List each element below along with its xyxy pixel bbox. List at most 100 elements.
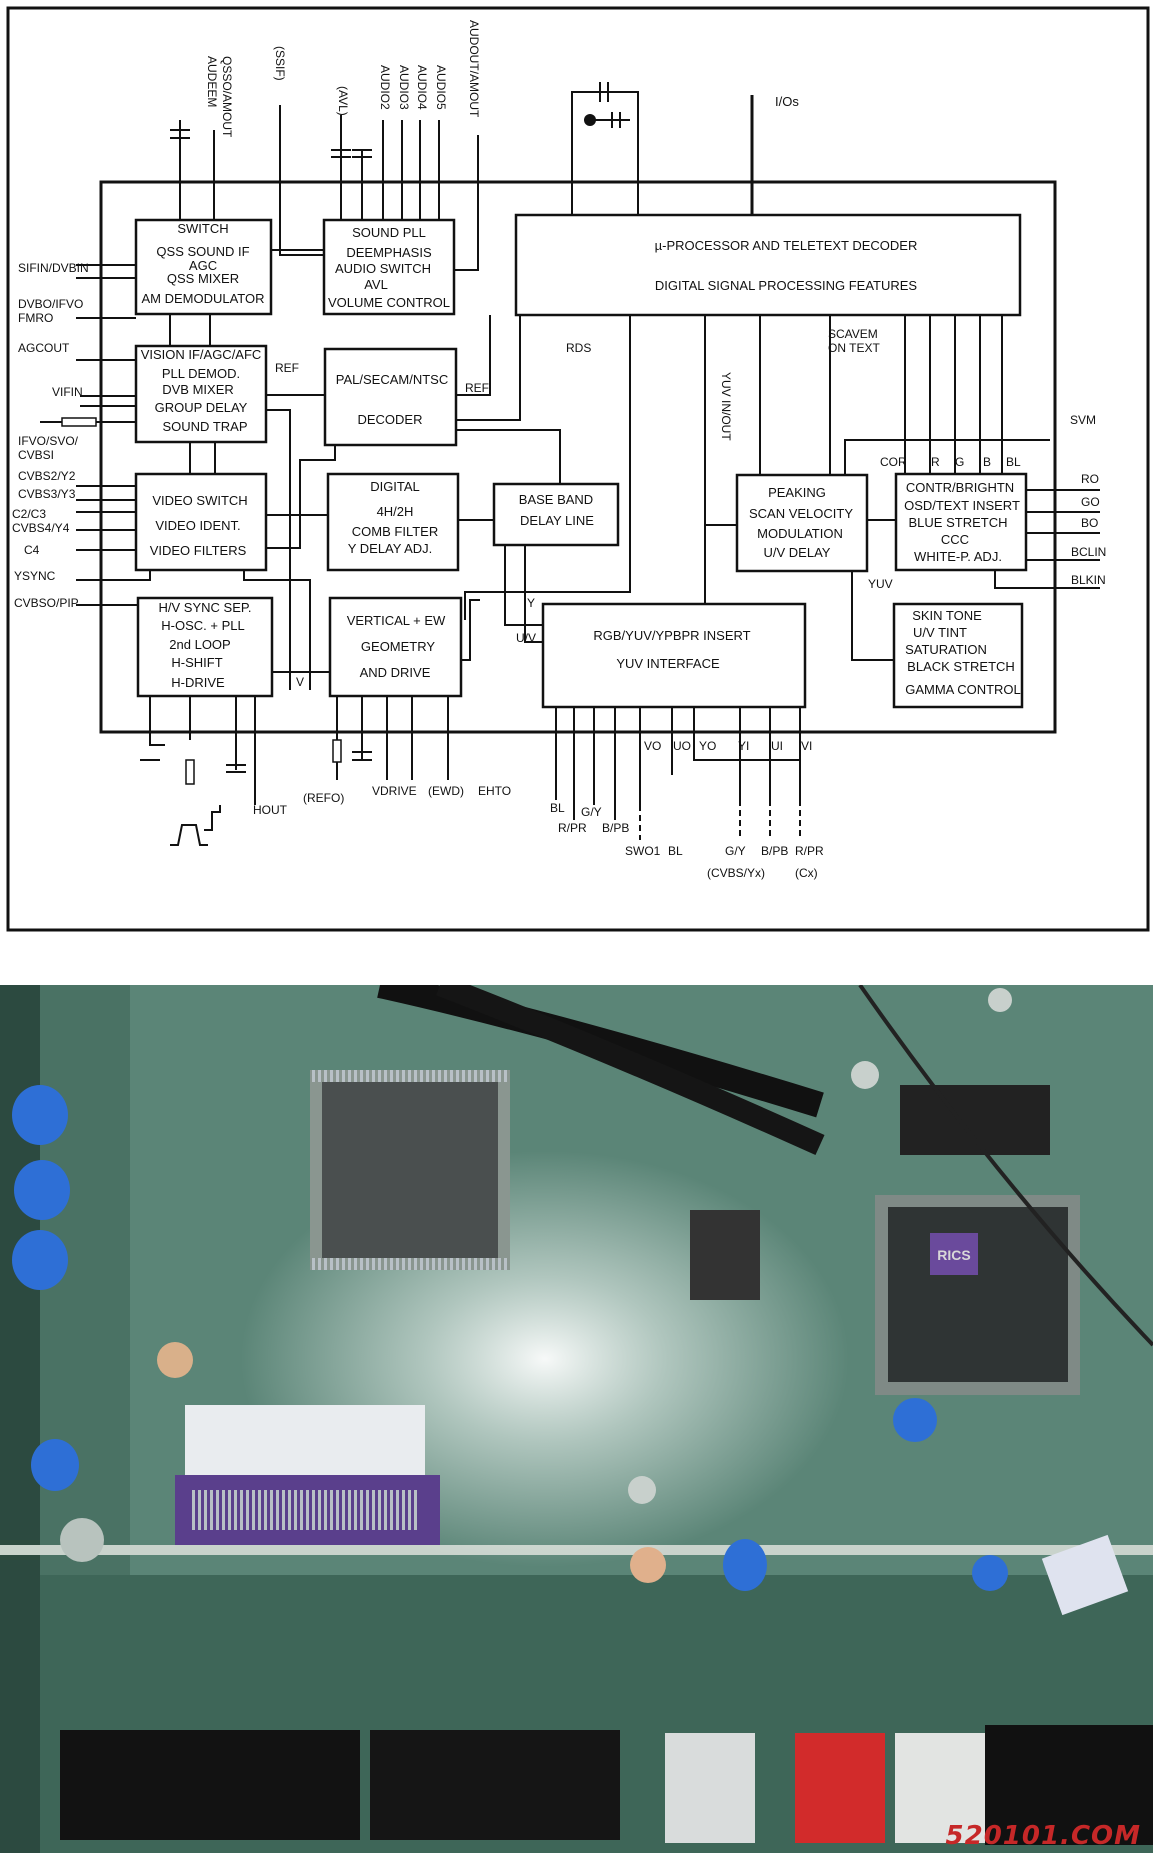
small-ic [690,1210,760,1300]
skin-tone-line: U/V TINT [913,625,967,640]
inner-labels: RDS SCAVEM ON TEXT YUV IN/OUT REF REF Y … [275,327,893,689]
gy-label: G/Y [581,805,602,819]
c2c3-label: C2/C3 [12,507,46,521]
baseband-line: DELAY LINE [520,513,594,528]
qss-label: QSSO/AMOUT [220,56,234,138]
sound-pll-line: AUDIO SWITCH [335,261,431,276]
sync-line: 2nd LOOP [169,637,230,652]
sound-pll-line: VOLUME CONTROL [328,295,450,310]
wiring [40,82,1100,846]
bl2-label: BL [668,844,683,858]
cvbs2-label: CVBS2/Y2 [18,469,76,483]
red-jack [795,1733,885,1843]
ref-label: REF [275,361,299,375]
sound-pll-title: SOUND PLL [352,225,426,240]
scavem-label: SCAVEM [828,327,878,341]
vision-if-line: PLL DEMOD. [162,366,240,381]
vertical-block: VERTICAL + EW GEOMETRY AND DRIVE [328,596,463,698]
audio3-label: AUDIO3 [397,65,411,110]
ssif-label: (SSIF) [273,46,287,81]
hout-label: HOUT [253,803,288,817]
bl-bottom-label: BL [550,801,565,815]
port-ui-label: UI [771,739,783,753]
sync-block: H/V SYNC SEP. H-OSC. + PLL 2nd LOOP H-SH… [136,596,274,698]
sound-pll-block: SOUND PLL DEEMPHASIS AUDIO SWITCH AVL VO… [322,218,456,316]
decoder-line: DECODER [357,412,422,427]
bottom-jacks [60,1725,1153,1845]
bo-label: BO [1081,516,1098,530]
switch-line: AGC [189,258,217,273]
baseband-title: BASE BAND [519,492,593,507]
diagram-border [6,6,1150,932]
ifvo-label: IFVO/SVO/ [18,434,79,448]
contrast-line: WHITE-P. ADJ. [914,549,1002,564]
audio2-label: AUDIO2 [378,65,392,110]
audio4-label: AUDIO4 [415,65,429,110]
switch-line: QSS SOUND IF [156,244,249,259]
skin-tone-line: GAMMA CONTROL [905,682,1021,697]
vision-if-line: GROUP DELAY [155,400,248,415]
bottom-pin-labels: HOUT (REFO) VDRIVE (EWD) EHTO BL R/PR G/… [253,784,824,880]
comb-filter-title: DIGITAL [370,479,420,494]
g-label: G [955,455,964,469]
sync-title: H/V SYNC SEP. [159,600,252,615]
audout-label: AUDOUT/AMOUT [467,20,481,118]
decoder-block: PAL/SECAM/NTSC DECODER [323,347,458,447]
light-glare [180,1125,940,1645]
ref-label: REF [465,381,489,395]
v-label: V [296,675,304,689]
cvbso-label: CVBSO/PIP [14,596,79,610]
ic-boundary [99,180,1057,734]
r-label: R [931,455,940,469]
left-pin-labels: SIFIN/DVBIN DVBO/IFVO FMRO AGCOUT VIFIN … [12,261,89,610]
vertical-title: VERTICAL + EW [347,613,446,628]
block-diagram: SWITCH QSS SOUND IF AGC QSS MIXER AM DEM… [6,6,1150,932]
watermark: 520101.COM [945,1821,1141,1851]
agcout-label: AGCOUT [18,341,70,355]
peaking-line: U/V DELAY [764,545,831,560]
vision-if-line: SOUND TRAP [163,419,248,434]
audeem-label: AUDEEM [205,56,219,107]
comb-filter-line: Y DELAY ADJ. [348,541,433,556]
comb-filter-line: COMB FILTER [352,524,438,539]
gy2-label: G/Y [725,844,746,858]
ysync-label: YSYNC [14,569,56,583]
b-label: B [983,455,991,469]
dvbo-label: DVBO/IFVO [18,297,83,311]
round-components [60,988,1012,1583]
comb-filter-block: DIGITAL 4H/2H COMB FILTER Y DELAY ADJ. [326,472,460,572]
y-label: Y [527,596,535,610]
peaking-title: PEAKING [768,485,826,500]
peaking-line: SCAN VELOCITY [749,506,853,521]
contrast-line: CCC [941,532,969,547]
sound-pll-line: DEEMPHASIS [346,245,432,260]
rpr-label: R/PR [558,821,587,835]
ehto-label: EHTO [478,784,511,798]
pcb-photo: RICS [0,985,1153,1853]
switch-line: AM DEMODULATOR [141,291,264,306]
skin-tone-title: SKIN TONE [912,608,982,623]
refo-label: (REFO) [303,791,344,805]
decoder-title: PAL/SECAM/NTSC [336,372,448,387]
sync-line: H-OSC. + PLL [161,618,244,633]
vision-if-line: DVB MIXER [162,382,234,397]
video-switch-line: VIDEO FILTERS [150,543,247,558]
white-connector [185,1405,425,1475]
blue-capacitors [12,1085,1008,1591]
baseband-block: BASE BAND DELAY LINE [492,482,620,547]
vertical-line: GEOMETRY [361,639,435,654]
white-module [1041,1534,1129,1616]
vifin-label: VIFIN [52,385,83,399]
yuv-inout-label: YUV IN/OUT [719,372,733,441]
vision-if-title: VISION IF/AGC/AFC [141,347,262,362]
video-switch-line: VIDEO IDENT. [155,518,240,533]
contrast-block: CONTR/BRIGHTN OSD/TEXT INSERT BLUE STRET… [894,472,1028,572]
ewd-label: (EWD) [428,784,464,798]
vdrive-label: VDRIVE [372,784,417,798]
processor-block: µ-PROCESSOR AND TELETEXT DECODER DIGITAL… [514,213,1022,317]
video-chip: RICS [875,1195,1080,1395]
contrast-line: OSD/TEXT INSERT [904,498,1020,513]
skin-tone-line: SATURATION [905,642,987,657]
top-pin-labels: QSSO/AMOUT AUDEEM (SSIF) (AVL) AUDIO2 AU… [205,20,799,138]
rpr2-label: R/PR [795,844,824,858]
